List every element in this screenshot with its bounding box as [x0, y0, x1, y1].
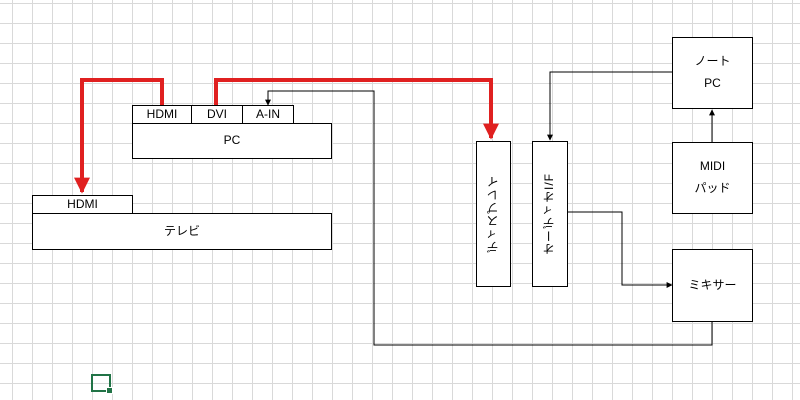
tv-box: テレビ	[32, 213, 332, 250]
mixer-box: ミキサー	[672, 249, 753, 322]
midi-pad-label-line1: MIDI	[699, 159, 726, 174]
notebook-pc-box: ノート PC	[672, 37, 753, 109]
display-box: ディスプレイ	[476, 141, 511, 287]
audio-link-mixer-to-pc-ain	[265, 90, 713, 346]
midi-pad-box: MIDI パッド	[672, 142, 753, 214]
audio-if-label: オーディオI/F	[542, 173, 557, 255]
notebook-label-line2: PC	[704, 76, 721, 90]
pc-port-hdmi: HDMI	[132, 105, 192, 124]
pc-port-ain-label: A-IN	[256, 106, 280, 121]
pc-box: PC	[132, 123, 332, 159]
active-cell-cursor[interactable]	[91, 374, 113, 394]
audio-link-audio-if-to-mixer	[568, 211, 673, 288]
notebook-label-line1: ノート	[694, 54, 731, 69]
audio-link-notebook-to-audio-if	[547, 71, 672, 141]
pc-port-ain: A-IN	[242, 105, 294, 124]
mixer-label: ミキサー	[688, 277, 737, 292]
midi-pad-label-line2: パッド	[694, 181, 731, 195]
tv-label: テレビ	[163, 223, 200, 238]
tv-port-hdmi: HDMI	[32, 195, 133, 214]
pc-port-dvi: DVI	[191, 105, 243, 124]
hdmi-link-pc-to-tv	[74, 78, 164, 194]
pc-port-hdmi-label: HDMI	[146, 106, 178, 121]
tv-port-hdmi-label: HDMI	[67, 196, 98, 211]
display-label: ディスプレイ	[485, 175, 500, 253]
audio-if-box: オーディオI/F	[532, 141, 568, 287]
pc-label: PC	[223, 133, 241, 148]
pc-port-dvi-label: DVI	[206, 106, 227, 121]
dvi-link-pc-to-display	[214, 78, 499, 140]
